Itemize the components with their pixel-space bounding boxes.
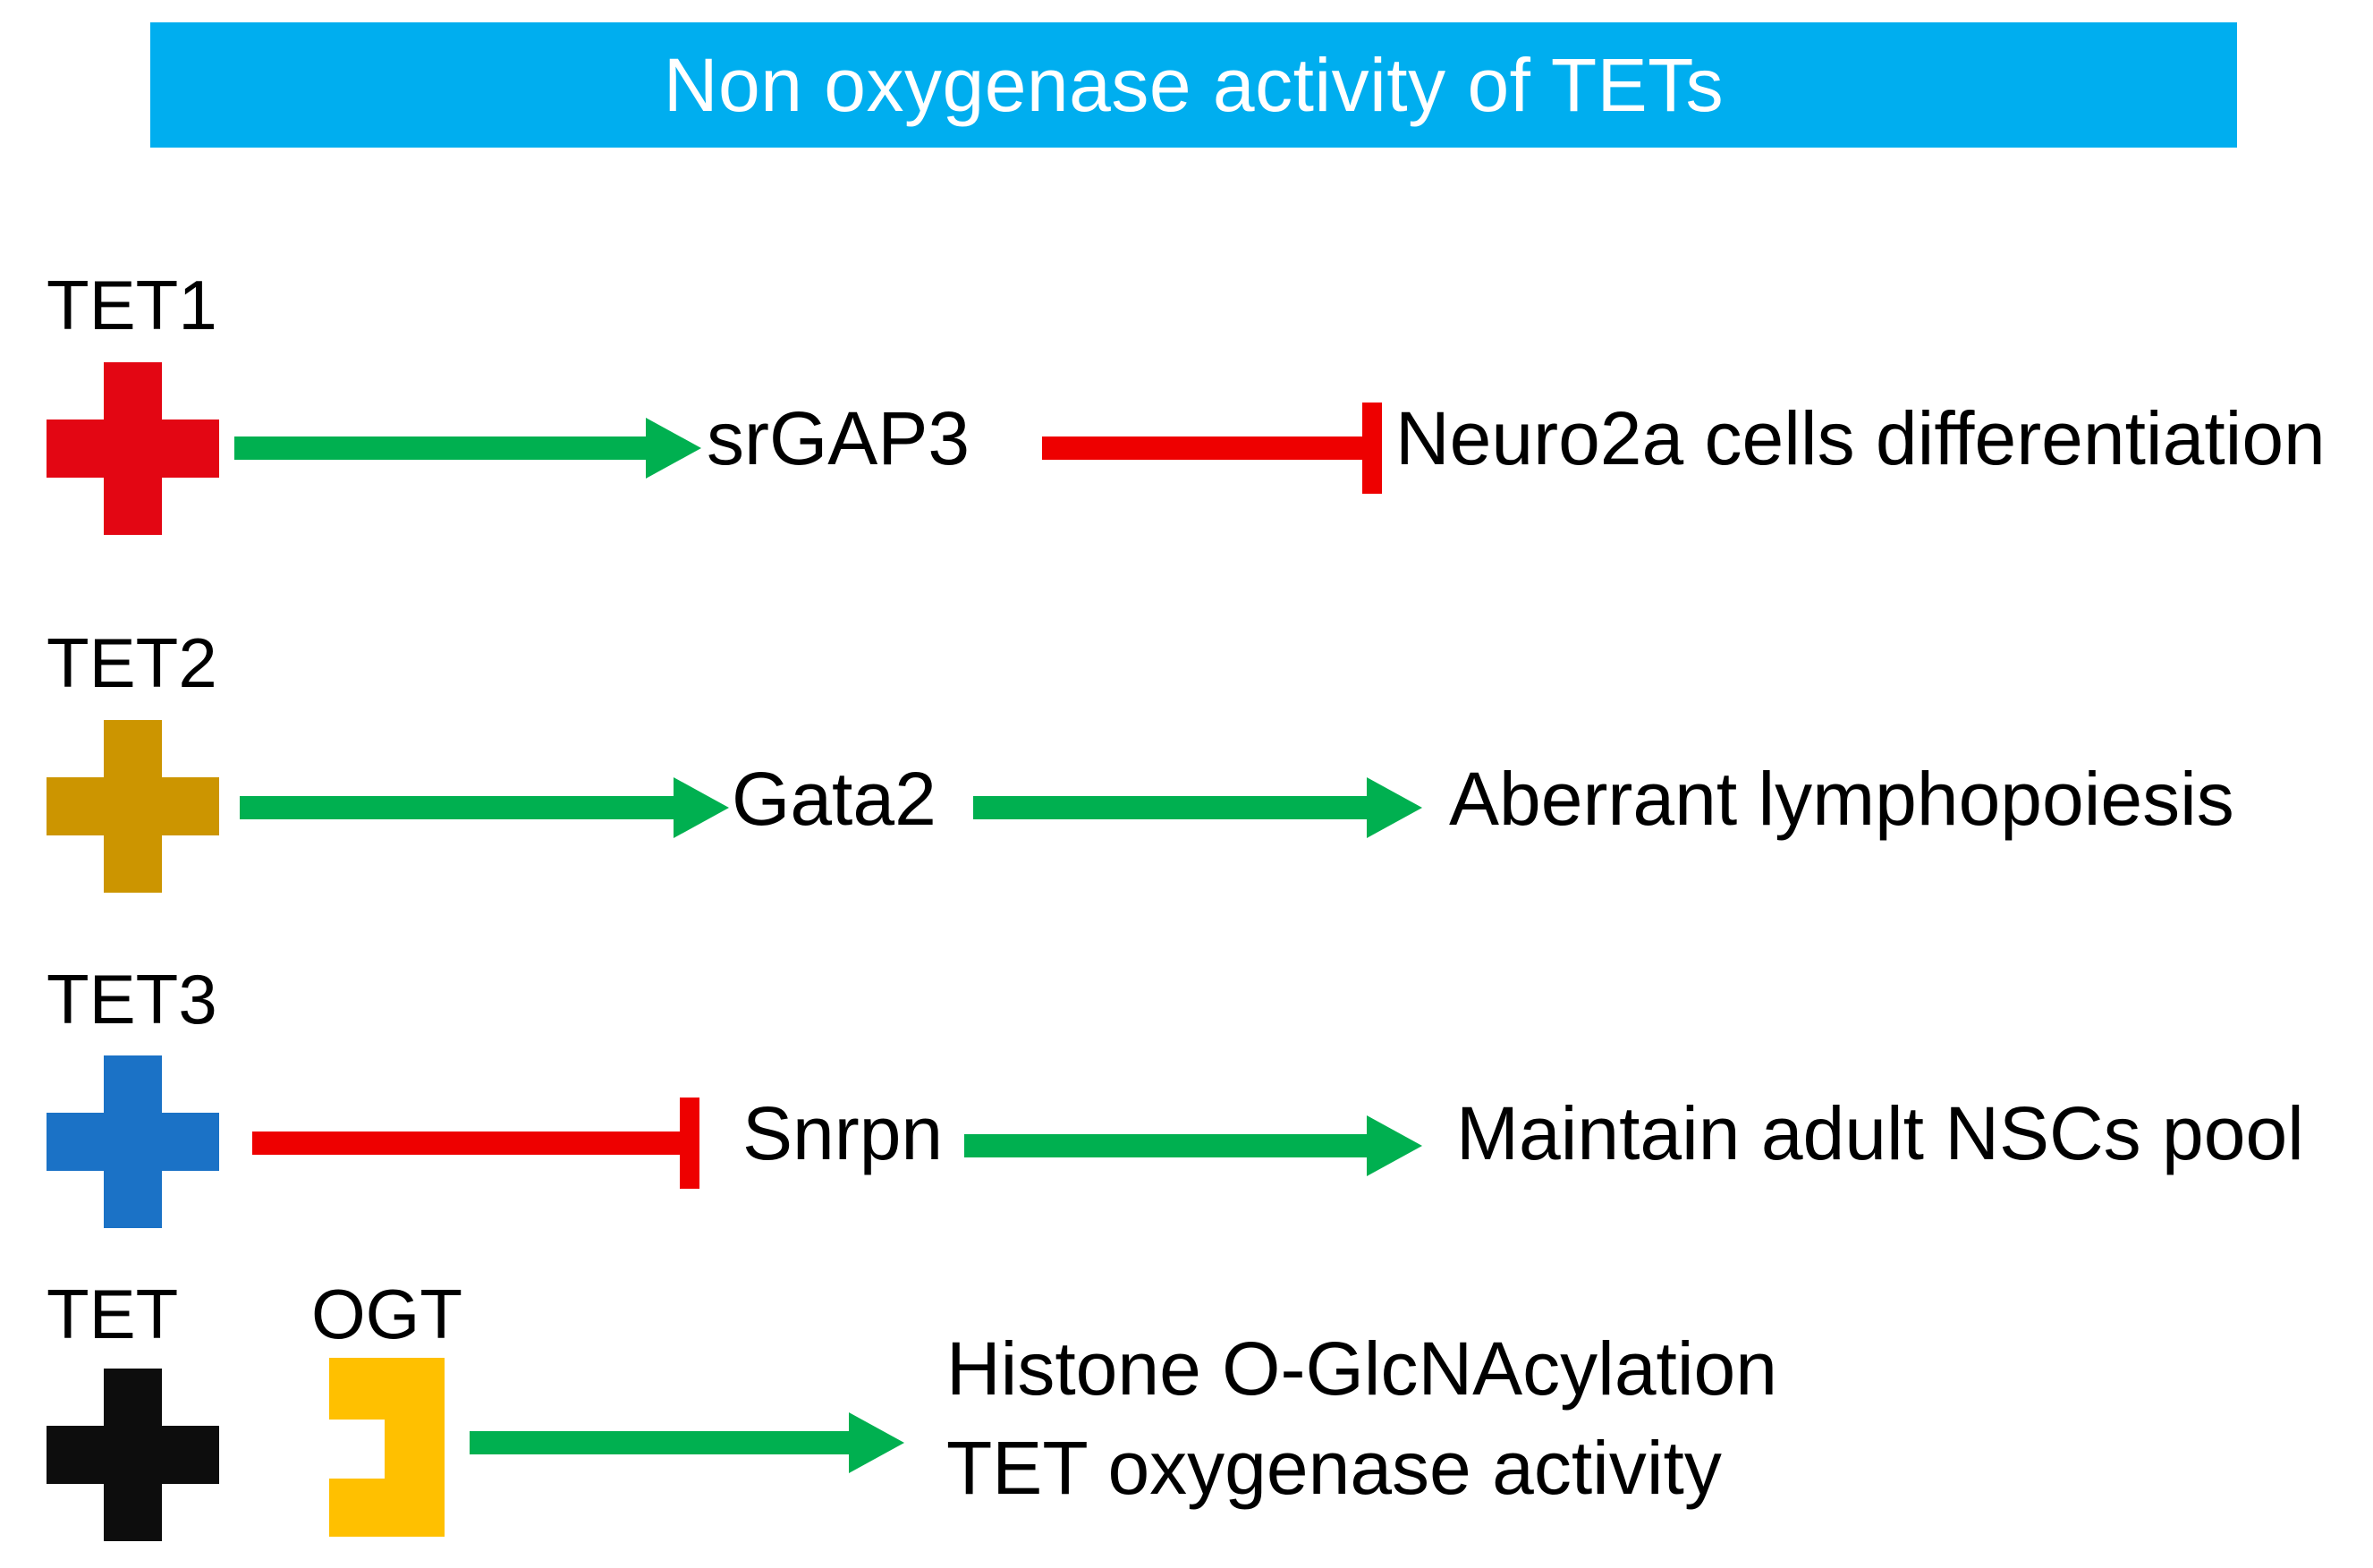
arrow-head bbox=[674, 777, 729, 838]
cross-icon bbox=[47, 1055, 219, 1228]
page-title: Non oxygenase activity of TETs bbox=[663, 43, 1725, 127]
bracket-icon bbox=[329, 1358, 445, 1537]
arrow-head bbox=[1367, 777, 1422, 838]
neuro2a-label: Neuro2a cells differentiation bbox=[1395, 396, 2326, 480]
tet-oxygenase-activity-label: TET oxygenase activity bbox=[946, 1425, 1722, 1510]
tbar-shaft bbox=[252, 1132, 686, 1155]
aberrant-lymphopoiesis-label: Aberrant lymphopoiesis bbox=[1449, 757, 2234, 841]
arrow-shaft bbox=[470, 1431, 856, 1454]
arrow-shaft bbox=[234, 436, 653, 460]
cross-icon bbox=[47, 362, 219, 535]
srgap3-label: srGAP3 bbox=[707, 396, 970, 480]
gata2-label: Gata2 bbox=[732, 757, 936, 841]
row-tet2: TET2 Gata2 Aberrant lymphopoiesis bbox=[0, 608, 2373, 930]
arrow-head bbox=[1367, 1115, 1422, 1176]
arrow-shaft bbox=[240, 796, 681, 819]
tbar-cap bbox=[680, 1098, 699, 1189]
arrow-head bbox=[646, 418, 701, 479]
tet3-label: TET3 bbox=[47, 960, 217, 1038]
tbar-shaft bbox=[1042, 436, 1366, 460]
row-tet3: TET3 Snrpn Maintain adult NSCs pool bbox=[0, 948, 2373, 1270]
cross-vertical-bar bbox=[103, 362, 163, 535]
row-tet1: TET1 srGAP3 Neuro2a cells differentiatio… bbox=[0, 250, 2373, 572]
arrow-shaft bbox=[973, 796, 1374, 819]
cross-vertical-bar bbox=[103, 1055, 163, 1228]
tet-label: TET bbox=[47, 1275, 179, 1353]
bracket-notch bbox=[329, 1420, 385, 1479]
row-tet-ogt: TET OGT Histone O-GlcNAcylation TET oxyg… bbox=[0, 1270, 2373, 1568]
cross-vertical-bar bbox=[103, 720, 163, 893]
tet2-label: TET2 bbox=[47, 623, 217, 702]
maintain-nscs-label: Maintain adult NSCs pool bbox=[1456, 1091, 2304, 1175]
tbar-cap bbox=[1362, 403, 1382, 494]
cross-icon bbox=[47, 720, 219, 893]
tet1-label: TET1 bbox=[47, 266, 217, 344]
ogt-label: OGT bbox=[311, 1275, 462, 1353]
arrow-head bbox=[849, 1412, 904, 1473]
cross-vertical-bar bbox=[103, 1369, 163, 1541]
arrow-shaft bbox=[964, 1134, 1374, 1157]
snrpn-label: Snrpn bbox=[742, 1091, 944, 1175]
histone-glcnacylation-label: Histone O-GlcNAcylation bbox=[946, 1326, 1777, 1411]
title-banner: Non oxygenase activity of TETs bbox=[150, 22, 2237, 148]
tet-ogt-outputs: Histone O-GlcNAcylation TET oxygenase ac… bbox=[946, 1326, 1777, 1510]
cross-icon bbox=[47, 1369, 219, 1541]
